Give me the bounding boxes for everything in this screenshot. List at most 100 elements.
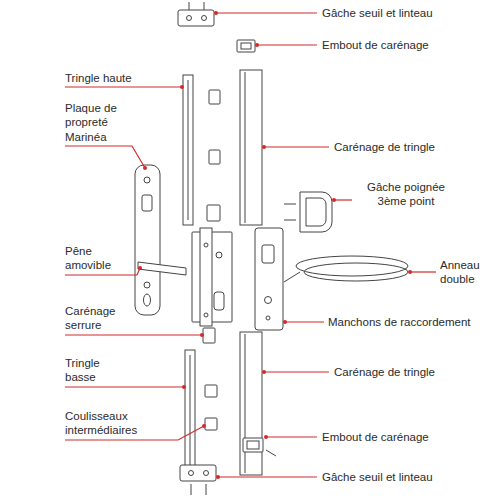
strike-plate-top: [204, 2, 205, 10]
part-label: Gâche seuil et linteau: [322, 470, 492, 484]
leader-lines: [408, 270, 412, 274]
lower-rod: [185, 350, 195, 478]
rod-cover-top: [240, 70, 262, 225]
lower-rod: [185, 350, 195, 478]
end-cap-bottom: [247, 441, 259, 449]
strike-plate-bottom: [189, 471, 194, 476]
leader-lines: [264, 146, 329, 147]
end-cap-bottom: [266, 450, 276, 456]
leader-lines: [182, 385, 186, 389]
strike-plate-top: [189, 2, 190, 10]
slider-blocks: [209, 150, 220, 164]
cover-plate: [135, 165, 160, 315]
end-cap-top: [237, 40, 255, 52]
cover-plate: [144, 282, 150, 288]
lock-cover: [255, 228, 283, 330]
end-cap-top: [241, 43, 251, 49]
leader-lines: [214, 11, 218, 15]
leader-lines: [410, 271, 436, 272]
part-label: Gâche seuil et linteau: [322, 6, 492, 20]
part-label: Plaque de propreté Marinéa: [65, 101, 137, 144]
cover-plate: [135, 165, 160, 315]
part-label: Carénage de tringle: [334, 140, 494, 154]
double-ring: [296, 256, 408, 276]
handle-keeper: [284, 192, 332, 232]
leader-lines: [180, 85, 184, 89]
strike-plate-bottom: [191, 484, 192, 495]
handle-keeper: [306, 198, 326, 226]
handle-keeper: [284, 204, 296, 205]
lock-body: [216, 252, 222, 258]
strike-plate-bottom: [180, 465, 216, 495]
lock-cover: [262, 245, 274, 263]
part-label: Tringle haute: [65, 71, 175, 85]
leader-lines: [138, 266, 142, 270]
leader-lines: [216, 475, 220, 479]
lock-body: [204, 313, 208, 317]
strike-plate-bottom: [206, 484, 207, 495]
upper-rod: [188, 80, 189, 220]
double-ring: [304, 263, 408, 281]
handle-keeper: [300, 192, 332, 232]
leader-lines: [65, 386, 184, 387]
part-label: Embout de carénage: [322, 38, 492, 52]
leader-lines: [218, 476, 317, 477]
part-label: Tringle basse: [65, 356, 125, 385]
leader-lines: [262, 370, 266, 374]
slider-blocks: [205, 418, 217, 430]
part-label: Carénage serrure: [65, 304, 155, 333]
strike-plate-top: [178, 10, 214, 26]
lock-body: [204, 243, 208, 247]
leader-lines: [65, 11, 436, 479]
double-ring: [284, 272, 300, 282]
leader-lines: [65, 334, 202, 335]
part-label: Carénage de tringle: [334, 365, 494, 379]
end-cap-bottom: [243, 438, 276, 456]
leader-lines: [255, 43, 259, 47]
leader-lines: [200, 333, 204, 337]
lower-rod: [190, 355, 191, 473]
leader-lines: [334, 199, 352, 200]
slider-blocks: [207, 205, 220, 221]
lock-body: [192, 228, 232, 326]
cover-plate: [144, 294, 151, 306]
lock-body: [214, 292, 224, 310]
lock-cover: [255, 228, 283, 330]
strike-plate-bottom: [180, 465, 216, 481]
strike-plate-top: [178, 2, 214, 26]
connecting-sleeve: [203, 328, 215, 343]
rod-cover-top: [245, 72, 246, 223]
leader-lines: [283, 320, 287, 324]
slider-blocks: [209, 90, 220, 104]
rod-cover-bottom: [240, 332, 262, 475]
cover-plate: [142, 195, 152, 211]
part-label: Gâche poignée 3ème point: [356, 180, 456, 209]
leader-lines: [65, 86, 182, 87]
rod-cover-top: [240, 70, 262, 225]
removable-bolt: [138, 262, 186, 275]
leader-lines: [266, 436, 317, 437]
part-label: Embout de carénage: [322, 430, 492, 444]
upper-rod: [183, 75, 193, 225]
handle-keeper: [284, 220, 296, 221]
leader-lines: [264, 435, 268, 439]
strike-plate-bottom: [204, 471, 209, 476]
leader-lines: [216, 12, 317, 13]
lock-body: [200, 228, 212, 326]
strike-plate-top: [202, 16, 207, 21]
part-label: Manchons de raccordement: [328, 315, 493, 329]
leader-lines: [65, 146, 145, 168]
rod-cover-bottom: [240, 332, 262, 475]
end-cap-top: [237, 40, 255, 52]
lock-cover: [266, 316, 270, 320]
lock-cover: [265, 297, 272, 304]
leader-lines: [257, 44, 317, 45]
removable-bolt: [138, 262, 186, 275]
part-label: Pêne amovible: [65, 244, 127, 273]
leader-lines: [285, 321, 324, 322]
connecting-sleeve: [203, 328, 215, 343]
double-ring: [284, 256, 408, 282]
leader-lines: [143, 166, 147, 170]
